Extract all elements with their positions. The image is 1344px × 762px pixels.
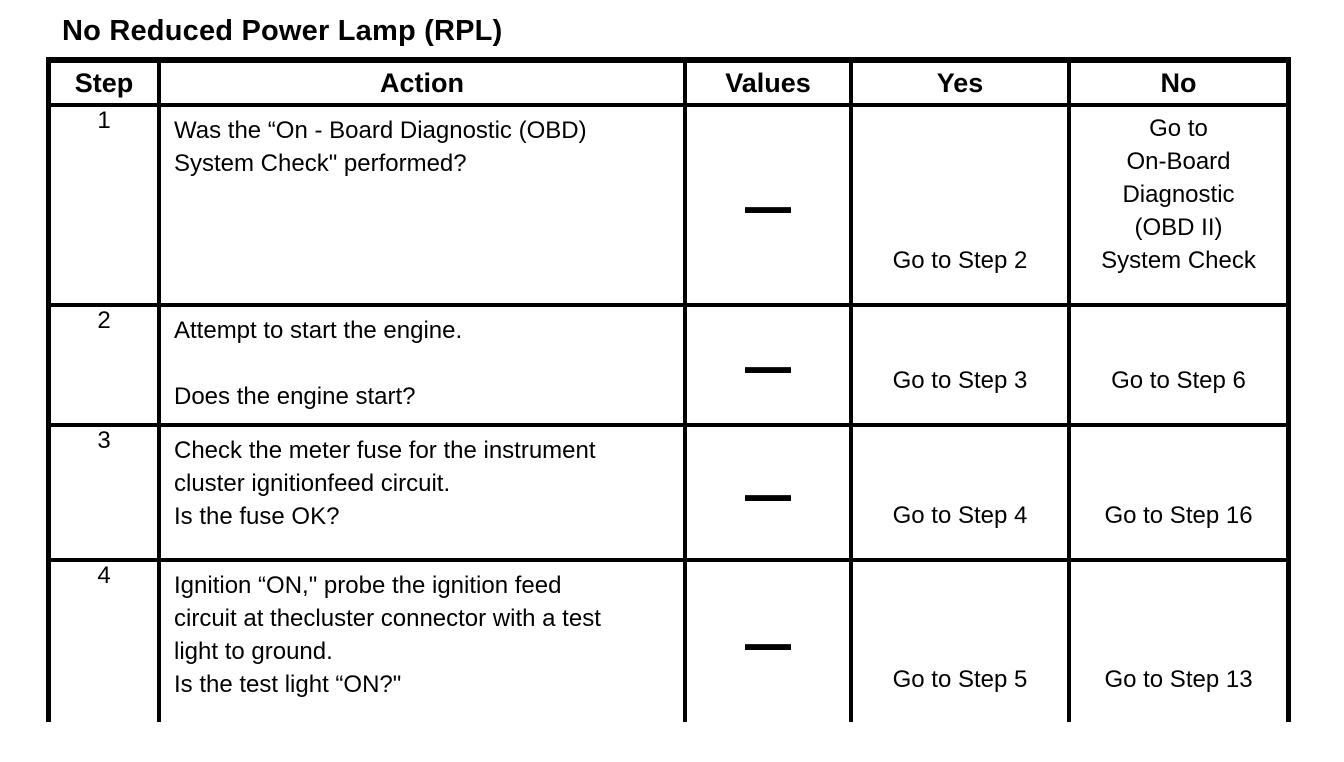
header-action: Action bbox=[161, 63, 687, 107]
header-values: Values bbox=[687, 63, 853, 107]
yes-cell-row4: Go to Step 5 bbox=[853, 562, 1071, 722]
action-cell-row1: Was the “On - Board Diagnostic (OBD) Sys… bbox=[161, 107, 687, 307]
no-cell-row4: Go to Step 13 bbox=[1104, 666, 1253, 693]
action-cell-row2: Attempt to start the engine. Does the en… bbox=[161, 307, 687, 427]
step-cell-row2: 2 bbox=[51, 307, 161, 427]
header-yes: Yes bbox=[853, 63, 1071, 107]
no-cell-row1: Go to On-Board Diagnostic (OBD II) Syste… bbox=[1071, 107, 1286, 307]
step-cell-row1: 1 bbox=[51, 107, 161, 307]
yes-cell-row3: Go to Step 4 bbox=[853, 427, 1071, 562]
action-cell-row4: Ignition “ON," probe the ignition feed c… bbox=[161, 562, 687, 722]
header-no: No bbox=[1071, 63, 1286, 107]
page-title: No Reduced Power Lamp (RPL) bbox=[62, 15, 503, 47]
no-cell-row2: Go to Step 6 bbox=[1071, 307, 1286, 427]
header-step: Step bbox=[51, 63, 161, 107]
yes-cell-row1: Go to Step 2 bbox=[853, 107, 1071, 307]
values-cell-row3: — bbox=[687, 427, 853, 562]
values-cell-row2: — bbox=[687, 307, 853, 427]
step-cell-row4: 4 bbox=[51, 562, 161, 722]
values-cell-row1: — bbox=[687, 107, 853, 307]
yes-cell-row2: Go to Step 3 bbox=[853, 307, 1071, 427]
step-cell-row3: 3 bbox=[51, 427, 161, 562]
diagnostic-table: Step Action Values Yes No 1 Was the “On … bbox=[46, 57, 1291, 722]
no-cell-row3: Go to Step 16 bbox=[1071, 427, 1286, 562]
action-cell-row3: Check the meter fuse for the instrument … bbox=[161, 427, 687, 562]
values-cell-row4: — bbox=[687, 562, 853, 722]
